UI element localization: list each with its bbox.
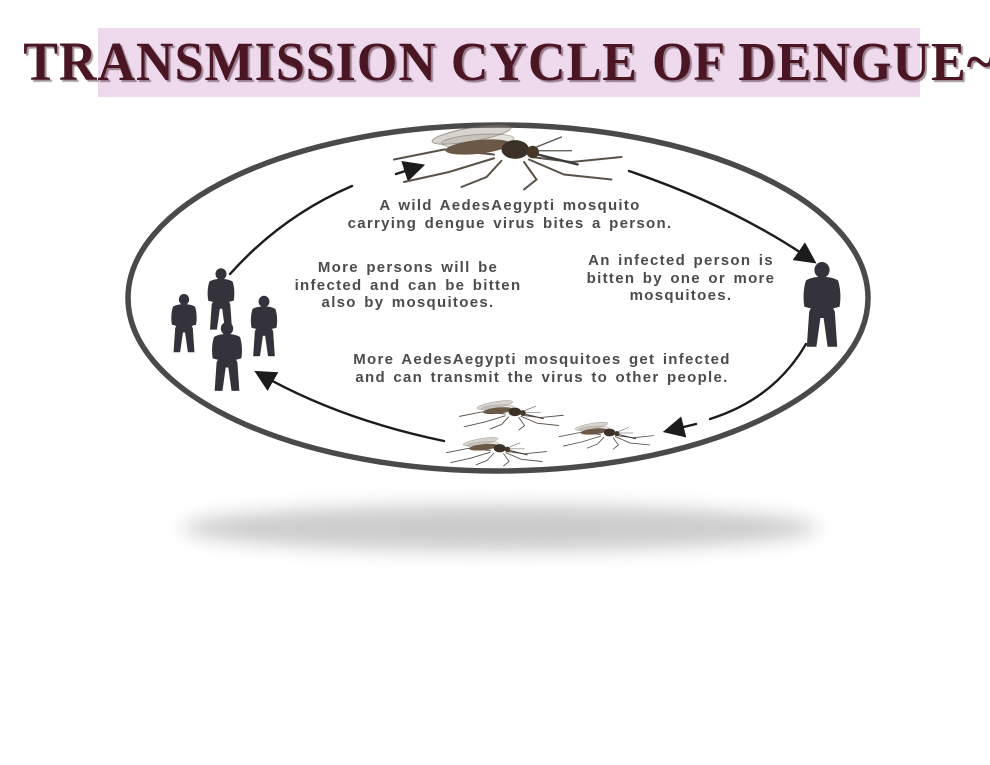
- step-text-bottom: More AedesAegypti mosquitoes get infecte…: [353, 351, 731, 386]
- cycle-arrow-right-to-bottom: [708, 342, 808, 421]
- cycle-arrow-left-to-top-head: [394, 160, 426, 182]
- step-text-top: A wild AedesAegypti mosquito carrying de…: [347, 197, 673, 232]
- step-text-right: An infected person is bitten by one or m…: [586, 252, 776, 304]
- page-title: TRANSMISSION CYCLE OF DENGUE~: [23, 32, 990, 93]
- step-text-left: More persons will be infected and can be…: [294, 259, 522, 311]
- ellipse-shadow: [182, 505, 818, 551]
- cycle-arrow-top-to-right: [627, 169, 817, 264]
- cycle-arrow-left-to-top: [228, 184, 354, 276]
- cycle-arrow-bottom-to-left: [254, 370, 446, 443]
- cycle-arrows: [228, 160, 817, 443]
- cycle-arrow-right-to-bottom-head: [662, 416, 698, 438]
- title-banner: TRANSMISSION CYCLE OF DENGUE~: [23, 28, 990, 97]
